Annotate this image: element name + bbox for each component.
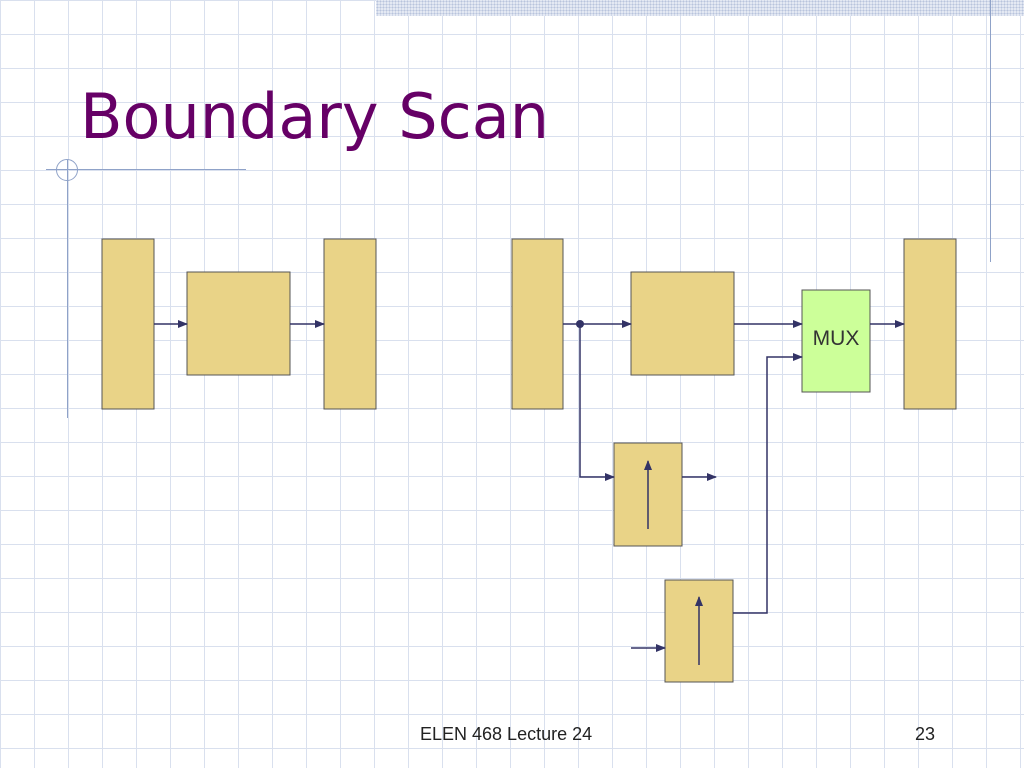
right-input-pin-block xyxy=(511,238,564,410)
page-number: 23 xyxy=(915,724,936,744)
left-output-pin-block xyxy=(323,238,377,410)
left-decorative-rule xyxy=(67,160,68,418)
left-input-pin-block xyxy=(101,238,155,410)
update-cell-to-mux-wire xyxy=(733,353,803,614)
mux-block xyxy=(801,289,871,393)
left-core-logic-block xyxy=(186,271,291,376)
footer-course-label: ELEN 468 Lecture 24 xyxy=(420,724,593,744)
fanout-to-capture-cell-wire xyxy=(579,324,615,481)
right-output-pin-block xyxy=(903,238,957,410)
right-decorative-rule xyxy=(990,0,991,262)
mux-label: MUX xyxy=(813,327,860,350)
right-core-logic-block xyxy=(630,271,735,376)
slide-title: Boundary Scan xyxy=(80,80,550,153)
title-underline-rule xyxy=(46,169,246,170)
top-decorative-band xyxy=(376,0,1024,16)
title-ring-ornament xyxy=(56,159,78,181)
